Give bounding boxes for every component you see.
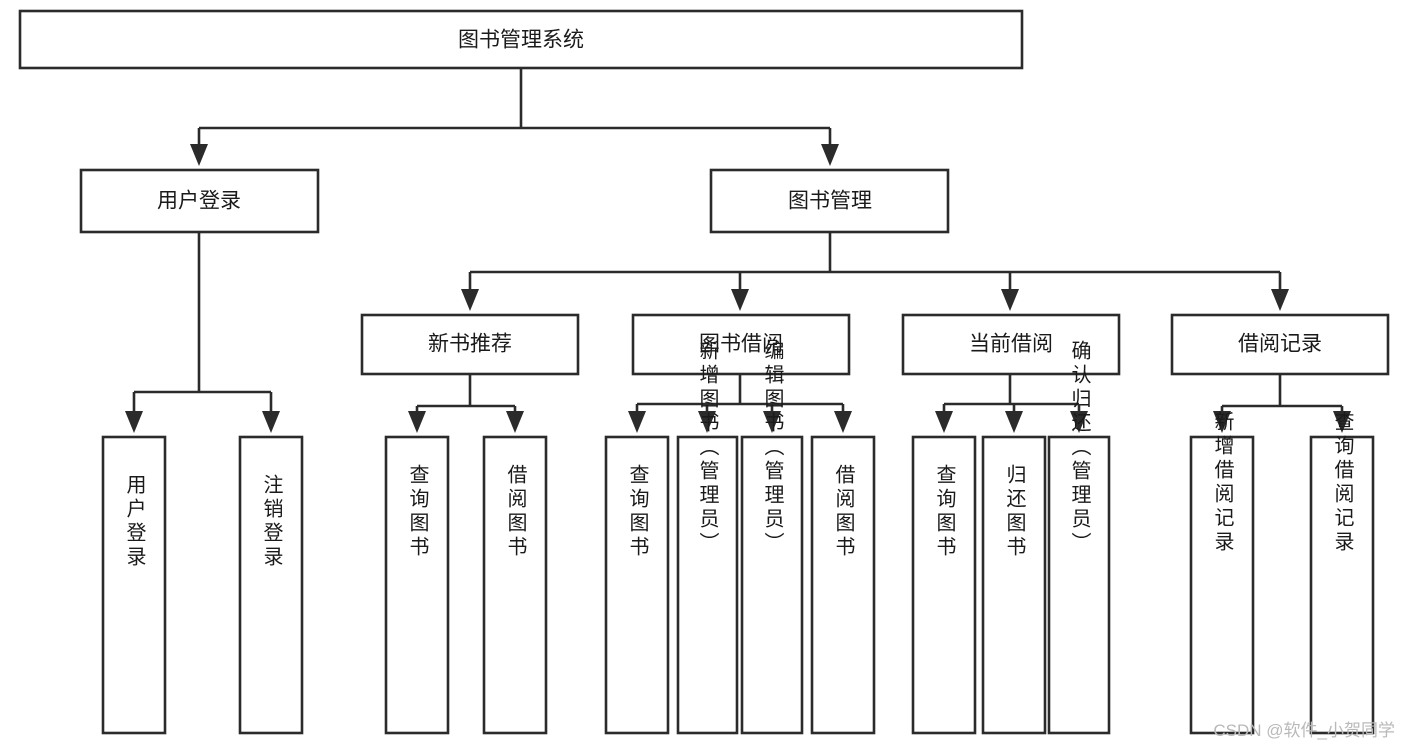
node-leaf-borrow-book-2-box[interactable] bbox=[810, 435, 876, 735]
node-leaf-confirm-return-box[interactable] bbox=[1047, 435, 1111, 735]
node-root-box[interactable] bbox=[18, 9, 1024, 70]
node-leaf-query-book-1-label: 查询图书 bbox=[406, 464, 429, 560]
node-user-login-label: 用户登录 bbox=[157, 190, 241, 213]
node-leaf-borrow-book-2-label: 借阅图书 bbox=[832, 464, 855, 560]
node-leaf-confirm-return[interactable]: 确认归还（管理员） bbox=[1047, 340, 1111, 735]
arrow-head-user-login bbox=[190, 144, 208, 166]
node-leaf-edit-book[interactable]: 编辑图书（管理员） bbox=[740, 340, 804, 735]
arrow-head-leaf-add-record bbox=[1213, 411, 1231, 433]
node-leaf-borrow-book-1-label: 借阅图书 bbox=[504, 464, 527, 560]
node-leaf-borrow-book-2[interactable]: 借阅图书 bbox=[810, 435, 876, 735]
node-current-borrow-box[interactable] bbox=[901, 313, 1121, 376]
node-book-management[interactable]: 图书管理 bbox=[709, 168, 950, 234]
node-leaf-logout-login-box[interactable] bbox=[238, 435, 304, 735]
node-user-login-box[interactable] bbox=[79, 168, 320, 234]
arrow-head-leaf-borrow-book-2 bbox=[834, 411, 852, 433]
node-book-borrow-label: 图书借阅 bbox=[699, 333, 783, 356]
arrow-head-leaf-user-login bbox=[125, 411, 143, 433]
node-leaf-user-login-box[interactable] bbox=[101, 435, 167, 735]
node-book-borrow[interactable]: 图书借阅 bbox=[631, 313, 851, 376]
arrow-head-book-borrow bbox=[731, 289, 749, 311]
connector-group-user-login bbox=[125, 232, 280, 433]
arrow-head-leaf-query-book-2 bbox=[628, 411, 646, 433]
node-leaf-query-record-label: 查询借阅记录 bbox=[1331, 411, 1354, 555]
node-leaf-add-record[interactable]: 新增借阅记录 bbox=[1189, 411, 1255, 735]
arrow-head-leaf-return-book bbox=[1005, 411, 1023, 433]
node-new-book-recommend[interactable]: 新书推荐 bbox=[360, 313, 580, 376]
node-leaf-query-book-3-box[interactable] bbox=[911, 435, 977, 735]
node-leaf-borrow-book-1-box[interactable] bbox=[482, 435, 548, 735]
connector-group-new-book-recommend bbox=[408, 374, 524, 433]
node-book-borrow-box[interactable] bbox=[631, 313, 851, 376]
node-borrow-record[interactable]: 借阅记录 bbox=[1170, 313, 1390, 376]
node-leaf-return-book[interactable]: 归还图书 bbox=[981, 435, 1047, 735]
node-leaf-user-login[interactable]: 用户登录 bbox=[101, 435, 167, 735]
node-leaf-add-book[interactable]: 新增图书（管理员） bbox=[676, 340, 739, 735]
node-leaf-query-book-2[interactable]: 查询图书 bbox=[604, 435, 670, 735]
node-current-borrow[interactable]: 当前借阅 bbox=[901, 313, 1121, 376]
node-leaf-query-record[interactable]: 查询借阅记录 bbox=[1309, 411, 1375, 735]
node-leaf-query-book-2-box[interactable] bbox=[604, 435, 670, 735]
node-user-login[interactable]: 用户登录 bbox=[79, 168, 320, 234]
connector-group-root bbox=[190, 68, 839, 166]
node-current-borrow-label: 当前借阅 bbox=[969, 333, 1053, 356]
node-root-label: 图书管理系统 bbox=[458, 29, 584, 52]
node-borrow-record-label: 借阅记录 bbox=[1238, 333, 1322, 356]
node-leaf-return-book-label: 归还图书 bbox=[1003, 464, 1026, 560]
arrow-head-current-borrow bbox=[1001, 289, 1019, 311]
node-leaf-edit-book-box[interactable] bbox=[740, 435, 804, 735]
node-leaf-logout-login-label: 注销登录 bbox=[260, 474, 283, 570]
node-leaf-user-login-label: 用户登录 bbox=[123, 474, 146, 570]
node-leaf-logout-login[interactable]: 注销登录 bbox=[238, 435, 304, 735]
arrow-head-leaf-borrow-book-1 bbox=[506, 411, 524, 433]
node-leaf-query-book-3-label: 查询图书 bbox=[933, 464, 956, 560]
connector-group-book-borrow bbox=[628, 374, 852, 433]
node-leaf-return-book-box[interactable] bbox=[981, 435, 1047, 735]
node-leaf-add-record-box[interactable] bbox=[1189, 435, 1255, 735]
node-leaf-confirm-return-label: 确认归还（管理员） bbox=[1068, 340, 1091, 556]
node-leaf-borrow-book-1[interactable]: 借阅图书 bbox=[482, 435, 548, 735]
arrow-head-leaf-add-book bbox=[698, 411, 716, 433]
arrow-head-leaf-query-book-1 bbox=[408, 411, 426, 433]
node-root[interactable]: 图书管理系统 bbox=[18, 9, 1024, 70]
connector-group-book-management bbox=[461, 232, 1289, 311]
connector-group-current-borrow bbox=[935, 374, 1088, 433]
connector-group-borrow-record bbox=[1213, 374, 1351, 433]
arrow-head-leaf-query-record bbox=[1333, 411, 1351, 433]
arrow-head-leaf-query-book-3 bbox=[935, 411, 953, 433]
arrow-head-leaf-logout-login bbox=[262, 411, 280, 433]
arrow-head-leaf-edit-book bbox=[763, 411, 781, 433]
arrow-head-leaf-confirm-return bbox=[1070, 411, 1088, 433]
node-leaf-query-record-box[interactable] bbox=[1309, 435, 1375, 735]
node-leaf-add-book-label: 新增图书（管理员） bbox=[696, 340, 719, 556]
arrow-head-book-management bbox=[821, 144, 839, 166]
node-leaf-add-book-box[interactable] bbox=[676, 435, 739, 735]
node-leaf-query-book-3[interactable]: 查询图书 bbox=[911, 435, 977, 735]
node-leaf-query-book-1-box[interactable] bbox=[384, 435, 450, 735]
node-book-management-label: 图书管理 bbox=[788, 190, 872, 213]
node-leaf-query-book-1[interactable]: 查询图书 bbox=[384, 435, 450, 735]
arrow-head-new-book-recommend bbox=[461, 289, 479, 311]
csdn-watermark: CSDN @软件_小贺同学 bbox=[1213, 721, 1395, 740]
node-borrow-record-box[interactable] bbox=[1170, 313, 1390, 376]
node-new-book-recommend-box[interactable] bbox=[360, 313, 580, 376]
arrow-head-borrow-record bbox=[1271, 289, 1289, 311]
node-leaf-add-record-label: 新增借阅记录 bbox=[1211, 411, 1234, 555]
node-new-book-recommend-label: 新书推荐 bbox=[428, 333, 512, 356]
node-book-management-box[interactable] bbox=[709, 168, 950, 234]
node-leaf-edit-book-label: 编辑图书（管理员） bbox=[761, 340, 784, 556]
node-leaf-query-book-2-label: 查询图书 bbox=[626, 464, 649, 560]
